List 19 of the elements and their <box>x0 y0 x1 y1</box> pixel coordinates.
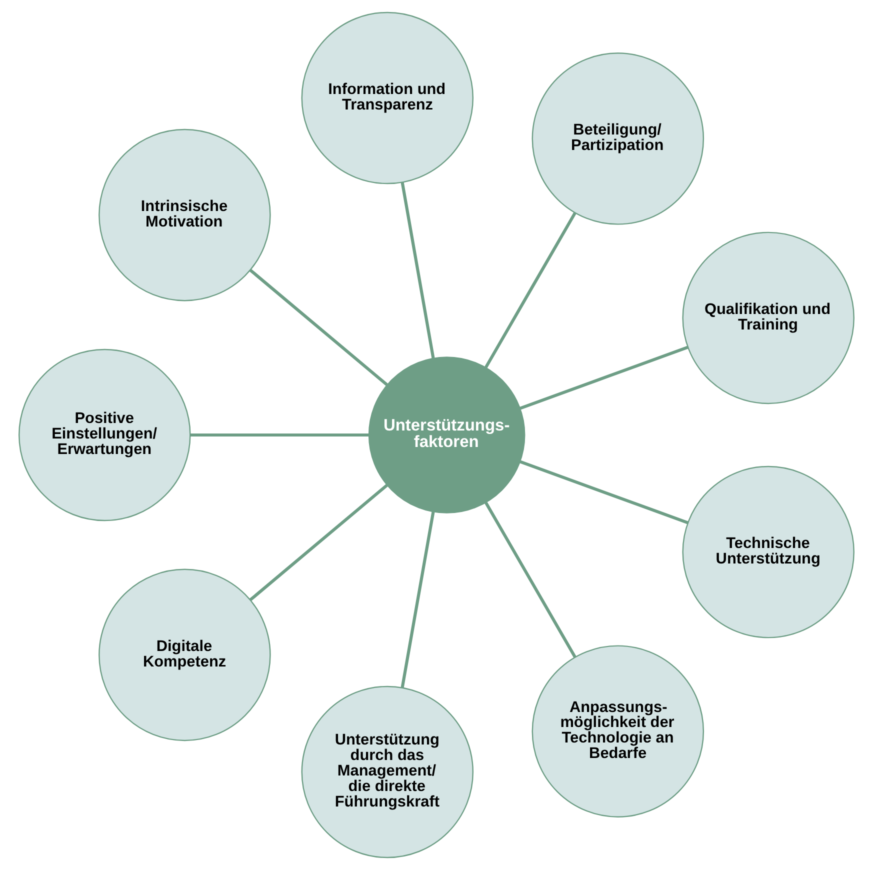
node-circle: Unterstützung durch das Management/die direkte Führungskraft <box>300 686 474 858</box>
connector <box>190 433 368 437</box>
connector <box>484 502 576 658</box>
node-circle: Positive Einstellungen/Erwartungen <box>18 348 190 522</box>
connector <box>248 484 388 602</box>
connector <box>400 182 434 358</box>
node-circle: Information und Transparenz <box>300 12 474 184</box>
connector <box>248 268 388 386</box>
node-circle: Qualifikation und Training <box>682 232 854 404</box>
node-circle: Digitale Kompetenz <box>98 568 270 742</box>
connector <box>484 212 576 368</box>
connector <box>519 346 688 410</box>
connector <box>519 460 688 524</box>
node-circle: Intrinsische Motivation <box>98 128 270 302</box>
node-circle: Anpassungs-möglichkeit der Technologie an Bedarfe <box>531 645 704 818</box>
node-circle: Technische Unterstützung <box>682 466 854 638</box>
node-circle: Unterstützungs-faktoren <box>368 356 525 514</box>
node-circle: Beteiligung/Partizipation <box>531 52 704 225</box>
connector <box>400 512 434 688</box>
